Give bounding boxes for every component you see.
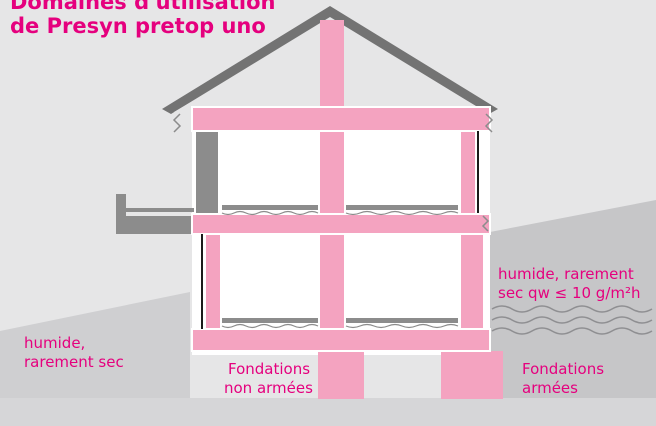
ground-left (0, 292, 190, 426)
water-waves (491, 305, 653, 335)
ground-right (490, 200, 656, 426)
balcony-slab (116, 216, 194, 234)
label-foundation-unreinforced-line2: non armées (224, 379, 313, 397)
label-right-zone-line2: sec qw ≤ 10 g/m²h (498, 284, 641, 302)
insulation-right-wall-lower (461, 234, 483, 329)
label-foundation-unreinforced-line1: Fondations (228, 360, 311, 378)
foundation-unreinforced (318, 351, 364, 399)
wall-dark-upper-left (196, 131, 218, 213)
label-left-zone-line2: rarement sec (24, 353, 124, 371)
diagram-title-line1: Domaines d'utilisation (10, 0, 276, 14)
label-foundation-reinforced-line2: armées (522, 379, 578, 397)
label-left-zone-line1: humide, (24, 334, 86, 352)
balcony-rail-line (126, 208, 194, 212)
label-foundation-reinforced-line1: Fondations (522, 360, 605, 378)
insulation-left-wall-lower (206, 234, 220, 329)
diagram-title-line2: de Presyn pretop uno (10, 14, 266, 38)
floor-screeds (222, 205, 458, 323)
balcony-railing (116, 194, 126, 216)
insulation-right-wall-upper (461, 131, 475, 213)
ground-floor-band (0, 398, 656, 426)
foundation-reinforced (441, 351, 503, 399)
membrane-lines (201, 131, 479, 329)
insulation-central-column (320, 20, 344, 351)
label-right-zone-line1: humide, rarement (498, 265, 634, 283)
